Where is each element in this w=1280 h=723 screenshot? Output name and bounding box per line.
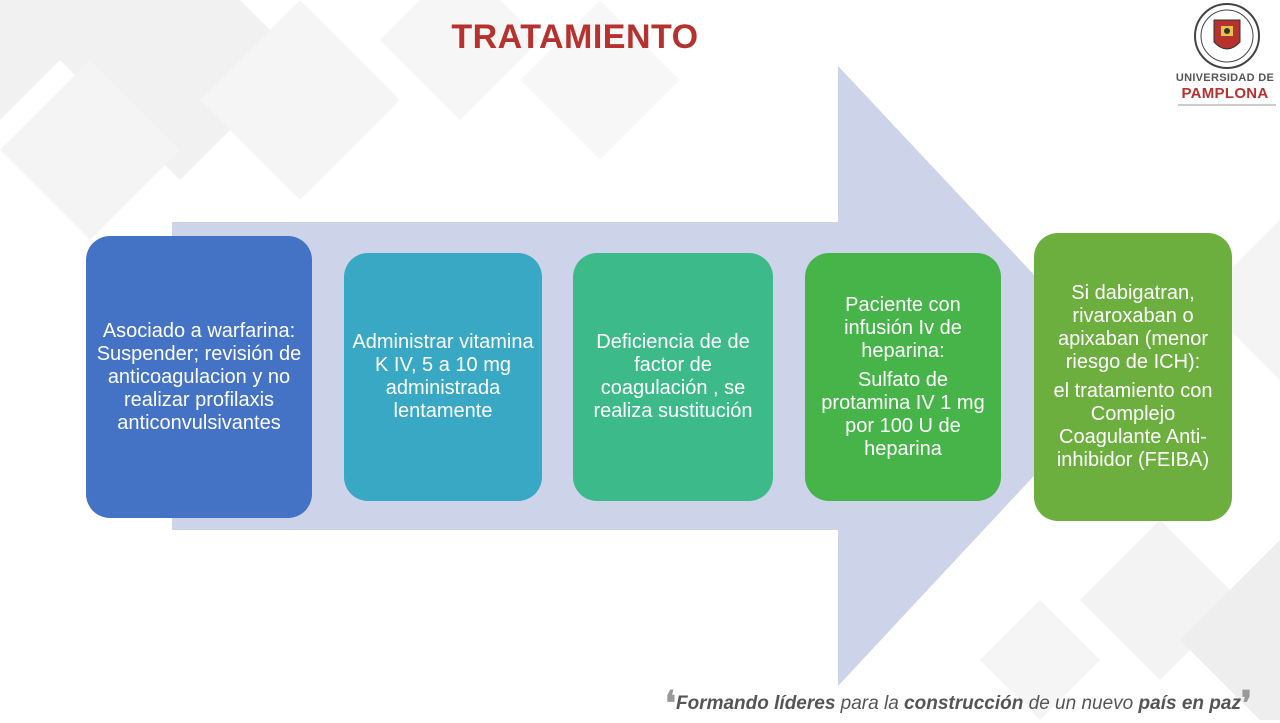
logo-line-2: PAMPLONA — [1181, 85, 1269, 102]
slogan: ❛Formando líderes para la construcción d… — [665, 678, 1265, 723]
open-quote-icon: ❛ — [665, 685, 676, 723]
step-text: el tratamiento con Complejo Coagulante A… — [1053, 380, 1213, 471]
step-box-warfarina: Asociado a warfarina: Suspender; revisió… — [86, 236, 312, 518]
step-text: Si dabigatran, rivaroxaban o apixaban (m… — [1057, 282, 1209, 373]
page-title: TRATAMIENTO — [451, 18, 699, 56]
slogan-part: de un nuevo — [1023, 693, 1139, 714]
slogan-part: construcción — [904, 693, 1024, 714]
close-quote-icon: ❜ — [1240, 685, 1252, 723]
university-seal-icon — [1194, 3, 1260, 69]
logo-divider — [1178, 104, 1276, 106]
slogan-part: para la — [835, 693, 905, 714]
step-text: Paciente con infusión Iv de heparina: — [844, 293, 962, 362]
step-box-deficiencia-factor: Deficiencia de de factor de coagulación … — [573, 253, 773, 501]
logo-line-1: UNIVERSIDAD DE — [1175, 72, 1275, 84]
step-text: Administrar vitamina K IV, 5 a 10 mg adm… — [352, 331, 534, 422]
step-text: Sulfato de protamina IV 1 mg por 100 U d… — [821, 368, 985, 460]
slogan-part: Formando líderes — [675, 693, 836, 714]
slogan-part: país en paz — [1138, 693, 1241, 714]
step-box-dabigatran: Si dabigatran, rivaroxaban o apixaban (m… — [1034, 233, 1232, 521]
step-text: Deficiencia de de factor de coagulación … — [593, 331, 753, 422]
step-text: Asociado a warfarina: Suspender; revisió… — [96, 319, 302, 434]
step-box-vitamina-k: Administrar vitamina K IV, 5 a 10 mg adm… — [344, 253, 542, 501]
step-box-heparina: Paciente con infusión Iv de heparina: Su… — [805, 253, 1001, 501]
